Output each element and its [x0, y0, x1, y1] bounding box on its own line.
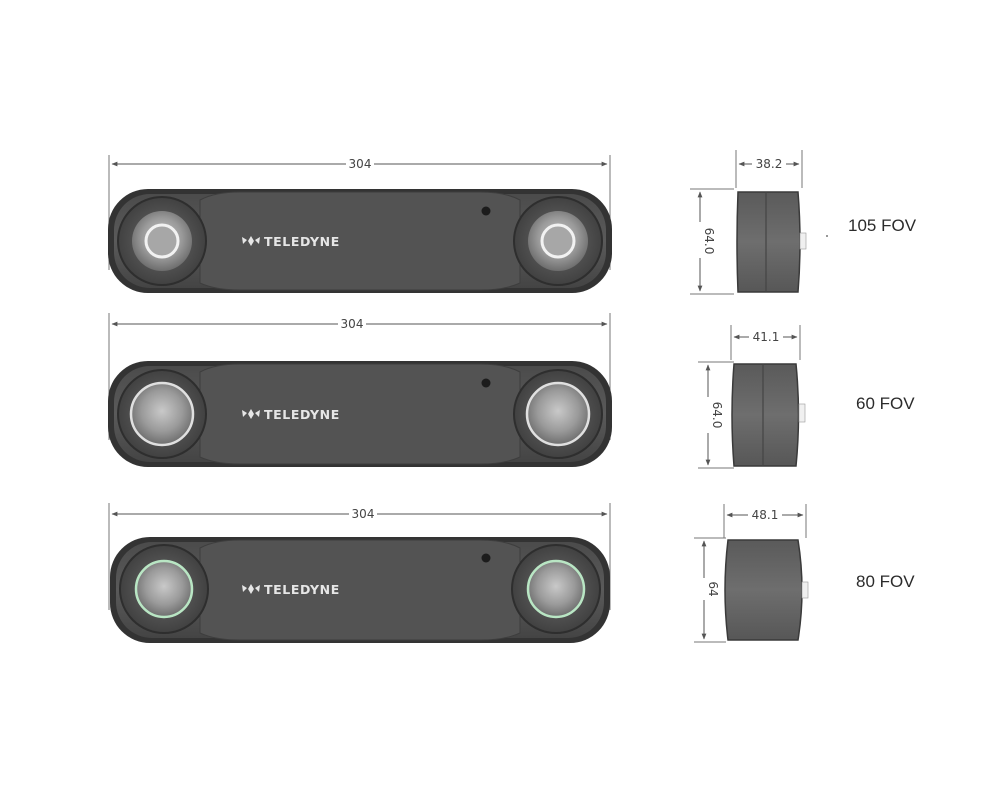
camera-front-view-1: TELEDYNE: [108, 189, 612, 293]
right-lens: [526, 559, 586, 619]
teledyne-logo-icon: [242, 236, 260, 246]
brand-logo-text: TELEDYNE: [264, 234, 340, 249]
fov-label: 80 FOV: [856, 572, 915, 591]
fov-label: 60 FOV: [856, 394, 915, 413]
fov-label: 105 FOV: [848, 216, 917, 235]
width-dimension-2: 304: [108, 313, 611, 440]
height-dimension-label: 64: [706, 581, 720, 596]
camera-row-1: 304 TELEDYNE 38.2: [108, 150, 917, 295]
camera-row-2: 304 TELEDYNE 41.1: [108, 313, 915, 469]
depth-dimension-label: 41.1: [753, 330, 780, 344]
width-dimension-1: 304: [108, 155, 611, 270]
height-dimension-label: 64.0: [710, 402, 724, 429]
width-dimension-label: 304: [341, 317, 364, 331]
right-lens: [525, 381, 591, 447]
camera-side-view-3: 48.1 64: [694, 504, 809, 643]
left-lens: [134, 559, 194, 619]
status-led-dot: [481, 206, 491, 216]
camera-front-view-2: TELEDYNE: [108, 361, 612, 467]
teledyne-logo-icon: [242, 584, 260, 594]
brand-logo-text: TELEDYNE: [264, 582, 340, 597]
status-led-dot: [481, 378, 491, 388]
camera-row-3: 304 TELEDYNE 48.1: [108, 503, 915, 643]
camera-front-view-3: TELEDYNE: [110, 537, 610, 643]
left-lens: [129, 381, 195, 447]
brand-logo-text: TELEDYNE: [264, 407, 340, 422]
camera-side-view-2: 41.1 64.0: [698, 325, 806, 469]
height-dimension-label: 64.0: [702, 228, 716, 255]
depth-dimension-label: 38.2: [756, 157, 783, 171]
camera-side-view-1: 38.2 64.0: [690, 150, 828, 295]
depth-dimension-label: 48.1: [752, 508, 779, 522]
width-dimension-label: 304: [349, 157, 372, 171]
status-led-dot: [481, 553, 491, 563]
teledyne-logo-icon: [242, 409, 260, 419]
width-dimension-label: 304: [352, 507, 375, 521]
